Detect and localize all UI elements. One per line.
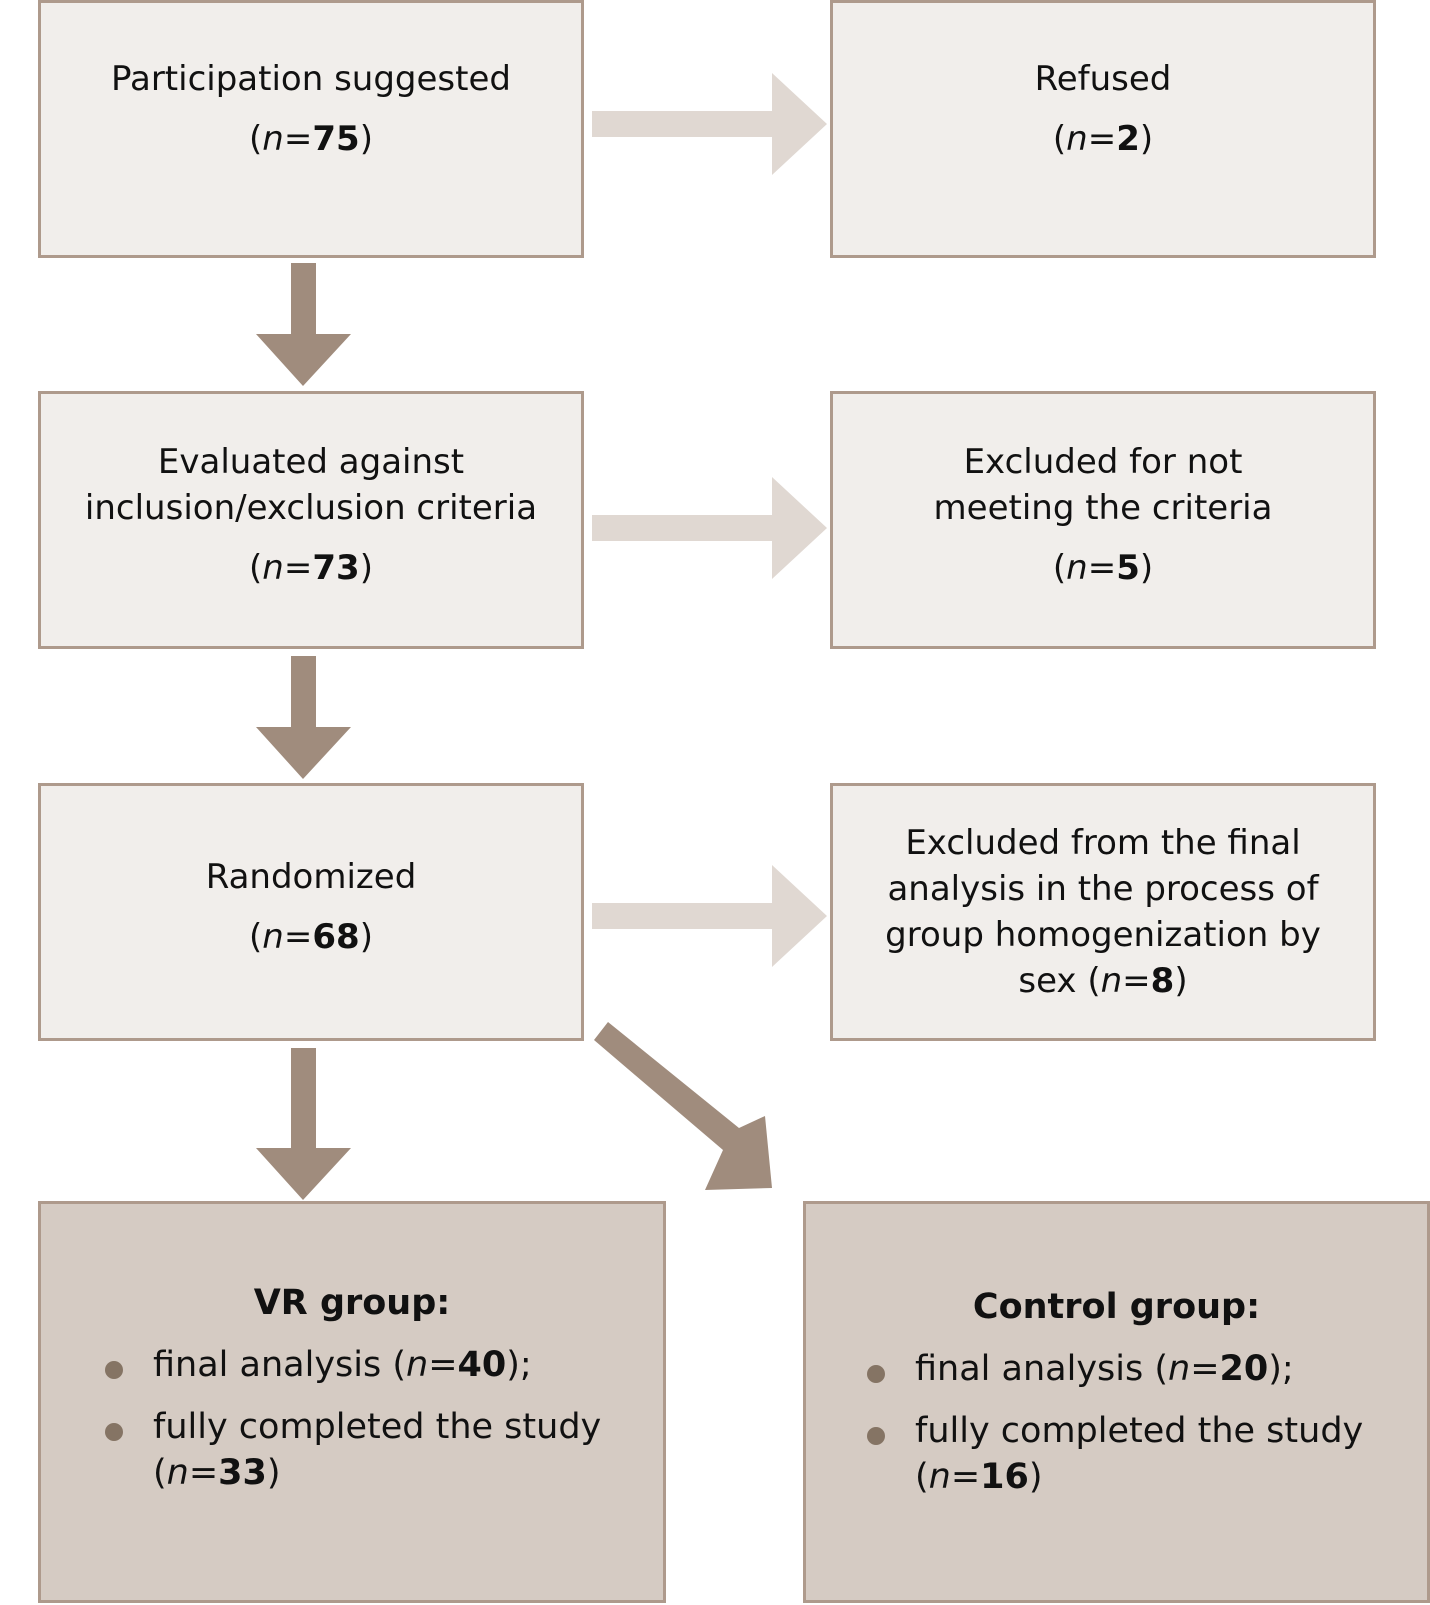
arrow-to-randomized — [256, 656, 351, 779]
excluded-final-label-line1: Excluded from the final — [905, 823, 1301, 863]
arrow-to-evaluated — [256, 263, 351, 386]
excluded-final-count: sex (n=8) — [1018, 961, 1188, 1001]
control-group-title: Control group: — [972, 1287, 1261, 1327]
arrow-to-excluded-final — [592, 865, 827, 967]
participation-suggested-box: Participation suggested (n=75) — [38, 0, 584, 258]
evaluated-count: (n=73) — [249, 548, 373, 588]
evaluated-label-line2: inclusion/exclusion criteria — [84, 488, 538, 528]
refused-label: Refused — [1034, 59, 1172, 99]
excluded-criteria-box: Excluded for not meeting the criteria (n… — [830, 391, 1376, 649]
excluded-criteria-label-line2: meeting the criteria — [933, 488, 1273, 528]
randomized-label: Randomized — [205, 857, 417, 897]
excluded-final-label-line2: analysis in the process of — [887, 869, 1319, 909]
control-group-box: Control group: final analysis (n=20); fu… — [803, 1201, 1430, 1603]
list-item: fully completed the study(n=33) — [105, 1404, 601, 1496]
vr-group-box: VR group: final analysis (n=40); fully c… — [38, 1201, 666, 1603]
arrow-to-vr-group — [256, 1048, 351, 1200]
arrow-to-control-group — [594, 1022, 772, 1190]
excluded-criteria-count: (n=5) — [1052, 548, 1154, 588]
arrow-to-excluded-criteria — [592, 477, 827, 579]
refused-box: Refused (n=2) — [830, 0, 1376, 258]
evaluated-label-line1: Evaluated against — [157, 442, 465, 482]
list-item: final analysis (n=40); — [105, 1342, 601, 1388]
control-group-list: final analysis (n=20); fully completed t… — [867, 1346, 1363, 1516]
list-item: fully completed the study(n=16) — [867, 1408, 1363, 1500]
excluded-criteria-label-line1: Excluded for not — [963, 442, 1243, 482]
evaluated-box: Evaluated against inclusion/exclusion cr… — [38, 391, 584, 649]
excluded-final-label-line3: group homogenization by — [885, 915, 1321, 955]
vr-group-title: VR group: — [253, 1283, 451, 1323]
vr-group-list: final analysis (n=40); fully completed t… — [105, 1342, 601, 1512]
refused-count: (n=2) — [1052, 119, 1154, 159]
list-item: final analysis (n=20); — [867, 1346, 1363, 1392]
excluded-final-box: Excluded from the final analysis in the … — [830, 783, 1376, 1041]
randomized-count: (n=68) — [249, 917, 373, 957]
arrow-to-refused — [592, 73, 827, 175]
participation-suggested-count: (n=75) — [249, 119, 373, 159]
participation-suggested-label: Participation suggested — [111, 59, 511, 99]
randomized-box: Randomized (n=68) — [38, 783, 584, 1041]
